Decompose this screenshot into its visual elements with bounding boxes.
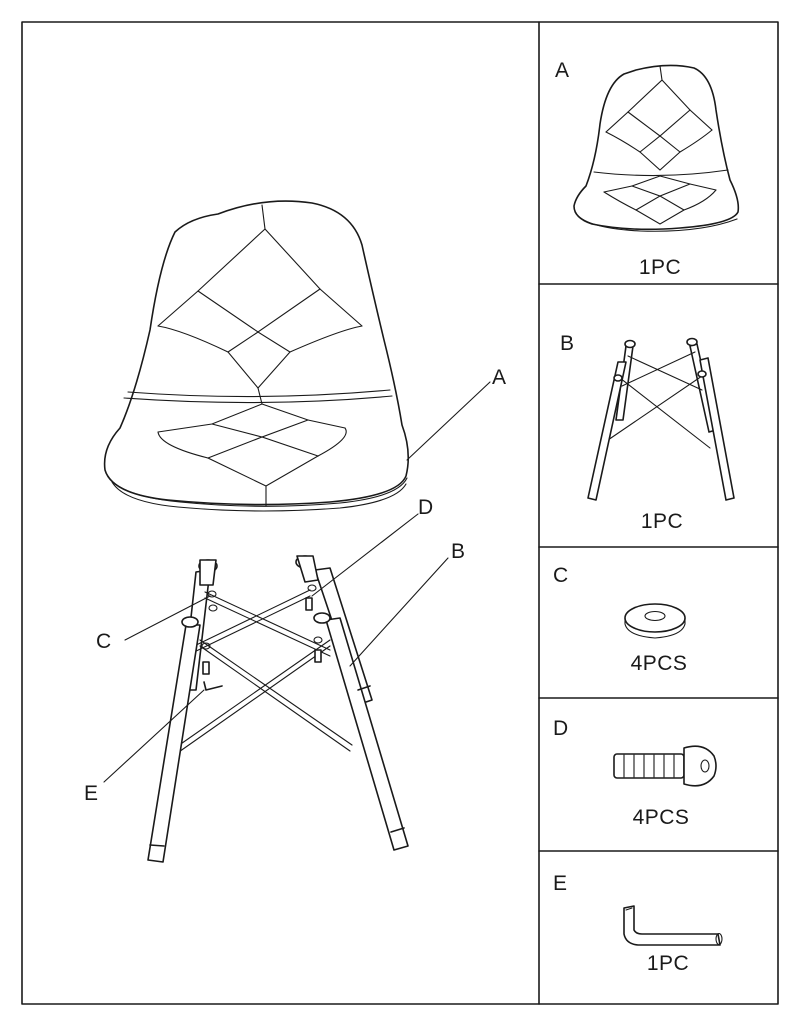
part-d-qty: 4PCS [633, 806, 690, 829]
seat-shell-drawing [103, 200, 410, 512]
part-c-letter: C [553, 564, 568, 587]
screw-icon [613, 745, 717, 787]
part-e-qty: 1PC [647, 952, 689, 975]
washer-icon [624, 603, 686, 639]
chair-seat-icon [573, 64, 740, 232]
callout-d: D [418, 496, 433, 519]
part-b-letter: B [560, 332, 574, 355]
assembly-diagram: A D B C E [84, 200, 506, 863]
callout-a: A [492, 366, 506, 389]
part-a-letter: A [555, 59, 569, 82]
leg-base-drawing [147, 555, 409, 863]
callout-e: E [84, 782, 98, 805]
part-a-qty: 1PC [639, 256, 681, 279]
part-c-qty: 4PCS [631, 652, 688, 675]
part-d-letter: D [553, 717, 568, 740]
part-d-panel: D 4PCS [553, 717, 717, 829]
part-e-panel: E 1PC [553, 872, 723, 975]
callout-b: B [451, 540, 465, 563]
allen-key-icon [623, 905, 723, 946]
frame [21, 21, 779, 1005]
leg-base-icon [587, 337, 735, 501]
part-b-panel: B 1PC [560, 332, 735, 533]
part-b-qty: 1PC [641, 510, 683, 533]
part-e-letter: E [553, 872, 567, 895]
part-c-panel: C 4PCS [553, 564, 687, 675]
part-a-panel: A 1PC [555, 59, 740, 279]
callout-c: C [96, 630, 111, 653]
leader-lines [103, 381, 491, 783]
